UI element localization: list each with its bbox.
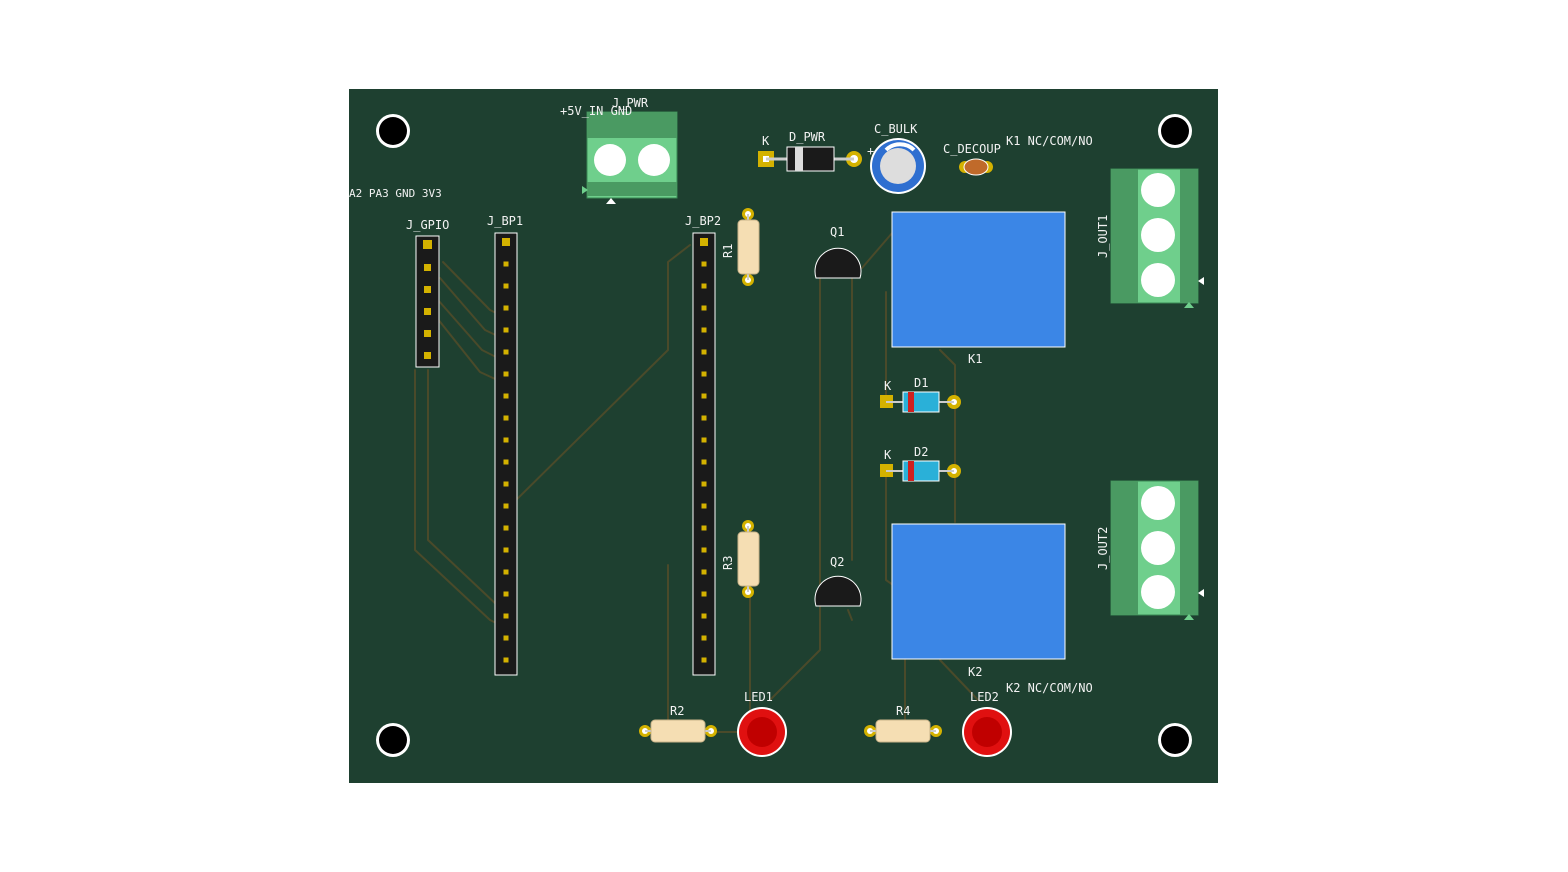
r2-label: R2	[670, 704, 684, 718]
resistor-r2	[639, 719, 717, 743]
header-pin	[701, 503, 707, 509]
k1-contacts-label: K1 NC/COM/NO	[1006, 134, 1093, 148]
j-out1-terminal	[1110, 168, 1204, 308]
header-pin	[503, 261, 509, 267]
header-pin	[502, 238, 510, 246]
j-pwr-label: J_PWR	[612, 96, 649, 110]
j-gpio-header	[415, 235, 440, 368]
header-pin	[503, 437, 509, 443]
r4-label: R4	[896, 704, 910, 718]
header-pin	[503, 283, 509, 289]
header-pin	[503, 415, 509, 421]
header-pin	[701, 305, 707, 311]
header-pin	[701, 613, 707, 619]
header-pin	[503, 371, 509, 377]
led2	[962, 707, 1012, 757]
c-decoup-label: C_DECOUP	[943, 142, 1001, 156]
header-pin	[701, 437, 707, 443]
header-pin	[701, 547, 707, 553]
c-bulk-plus-label: +	[867, 144, 874, 158]
j-gpio-label: J_GPIO	[406, 218, 449, 232]
header-pin	[701, 481, 707, 487]
header-pin	[701, 525, 707, 531]
d-pwr-label: D_PWR	[789, 130, 826, 144]
header-pin	[701, 349, 707, 355]
copper-tracks	[414, 231, 979, 733]
r1-label: R1	[721, 244, 735, 258]
led2-label: LED2	[970, 690, 999, 704]
led1	[737, 707, 787, 757]
header-pin	[503, 591, 509, 597]
k2-contacts-label: K2 NC/COM/NO	[1006, 681, 1093, 695]
header-pin	[503, 613, 509, 619]
r3-label: R3	[721, 556, 735, 570]
j-out1-label: J_OUT1	[1096, 215, 1110, 258]
d2-k-label: K	[884, 448, 892, 462]
header-pin	[503, 503, 509, 509]
header-pin	[701, 327, 707, 333]
header-pin	[503, 327, 509, 333]
q2-label: Q2	[830, 555, 844, 569]
j-bp1-label: J_BP1	[487, 214, 523, 228]
capacitor-c-decoup	[959, 158, 993, 176]
diode-d-pwr	[758, 146, 862, 172]
header-pin	[701, 635, 707, 641]
header-pin	[701, 459, 707, 465]
led1-label: LED1	[744, 690, 773, 704]
j-bp2-header	[692, 232, 716, 676]
q1-label: Q1	[830, 225, 844, 239]
j-pwr-terminal	[582, 111, 678, 204]
header-pin	[503, 481, 509, 487]
j-out2-label: J_OUT2	[1096, 527, 1110, 570]
header-pin	[701, 415, 707, 421]
mounting-holes	[376, 114, 1192, 757]
header-pin	[503, 305, 509, 311]
resistor-r3	[737, 520, 760, 598]
k1-ref-label: K1	[968, 352, 982, 366]
header-pin	[701, 569, 707, 575]
header-pin	[503, 525, 509, 531]
capacitor-c-bulk	[870, 138, 926, 194]
resistor-r1	[737, 208, 760, 286]
d2-label: D2	[914, 445, 928, 459]
d-pwr-k-label: K	[762, 134, 770, 148]
header-pin	[503, 657, 509, 663]
c-bulk-label: C_BULK	[874, 122, 918, 136]
header-pin	[503, 635, 509, 641]
header-pin	[503, 459, 509, 465]
header-pin	[701, 283, 707, 289]
d1-k-label: K	[884, 379, 892, 393]
diode-d1	[880, 391, 961, 413]
transistor-q2	[814, 575, 862, 607]
j-bp1-header	[494, 232, 518, 676]
header-pin	[503, 569, 509, 575]
diode-d2	[880, 460, 961, 482]
relay-k1	[891, 211, 1066, 348]
j-out2-terminal	[1110, 480, 1204, 620]
resistor-r4	[864, 719, 942, 743]
pcb-board	[349, 89, 1218, 783]
gpio-pins-label: A2 PA3 GND 3V3	[349, 187, 442, 200]
header-pin	[503, 393, 509, 399]
header-pin	[503, 547, 509, 553]
transistor-q1	[814, 247, 862, 279]
j-bp2-label: J_BP2	[685, 214, 721, 228]
header-pin	[503, 349, 509, 355]
header-pin	[701, 261, 707, 267]
k2-ref-label: K2	[968, 665, 982, 679]
header-pin	[700, 238, 708, 246]
d1-label: D1	[914, 376, 928, 390]
relay-k2	[891, 523, 1066, 660]
header-pin	[701, 371, 707, 377]
header-pin	[701, 591, 707, 597]
header-pin	[701, 393, 707, 399]
header-pin	[701, 657, 707, 663]
pwr-pins-label: +5V_IN GND	[560, 104, 632, 118]
